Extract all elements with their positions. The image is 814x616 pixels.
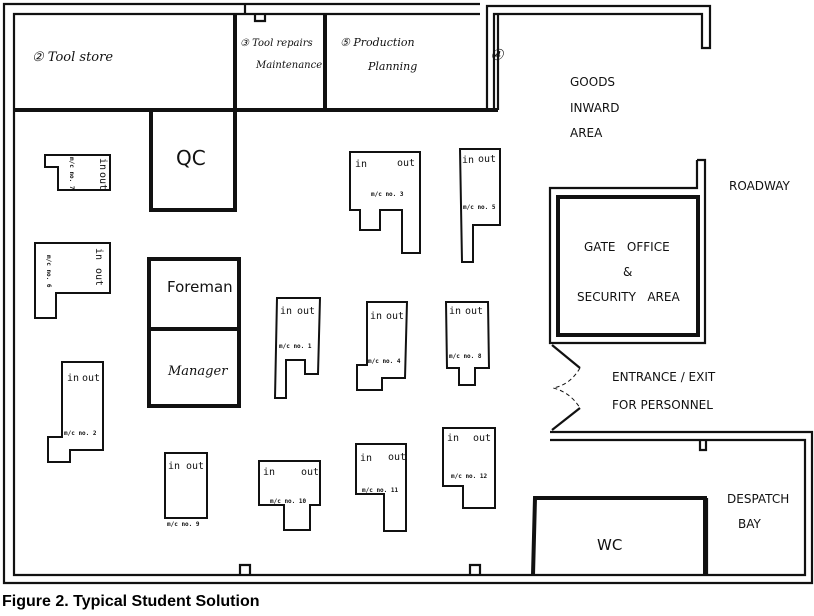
machine-label: in <box>97 158 108 170</box>
machine-label: in <box>168 461 180 472</box>
gate-office-label: GATE OFFICE <box>584 240 670 254</box>
machine-label: in <box>447 433 459 444</box>
machine-label: out <box>82 373 100 384</box>
entrance-label: ENTRANCE / EXIT <box>612 370 716 384</box>
machine-2 <box>47 361 104 463</box>
machine-label: out <box>473 433 491 444</box>
machine-label: m/c no. 2 <box>64 430 97 437</box>
manager-label: Manager <box>167 364 228 379</box>
wc-room <box>531 496 707 576</box>
planning-label: Planning <box>367 60 417 73</box>
machines <box>34 148 501 532</box>
machine-6 <box>34 242 111 319</box>
roadway-label: ROADWAY <box>729 179 791 193</box>
machine-label: out <box>386 311 404 322</box>
machine-label: in <box>93 248 104 260</box>
machine-5 <box>458 148 501 263</box>
gate-ampersand: & <box>623 265 632 279</box>
machine-label: m/c no. 12 <box>451 473 488 480</box>
machine-label: m/c no. 7 <box>68 157 75 190</box>
qc-label: QC <box>176 146 206 170</box>
machine-label: out <box>397 158 415 169</box>
tool-repairs-label: ③ Tool repairs <box>240 38 313 49</box>
tool-store-label: ② Tool store <box>32 50 113 65</box>
production-label: ⑤ Production <box>340 36 415 49</box>
goods-inward-label-3: AREA <box>570 126 603 140</box>
bay-label: BAY <box>738 517 762 531</box>
machine-label: in <box>462 155 474 166</box>
foreman-label: Foreman <box>167 278 233 296</box>
despatch-label: DESPATCH <box>727 492 789 506</box>
machine-7 <box>44 154 111 191</box>
machine-label: out <box>388 452 406 463</box>
machine-11 <box>355 443 407 532</box>
machine-label: m/c no. 8 <box>449 353 482 360</box>
goods-marker: ④ <box>490 46 505 64</box>
machine-label: m/c no. 11 <box>362 487 399 494</box>
machine-label: in <box>449 306 461 317</box>
goods-inward-label: GOODS <box>570 75 615 89</box>
machine-label: m/c no. 10 <box>270 498 307 505</box>
machine-label: out <box>301 467 319 478</box>
qc-room <box>149 108 237 212</box>
machine-label: out <box>97 172 108 190</box>
machine-9 <box>164 452 208 519</box>
machine-label: in <box>280 306 292 317</box>
machine-label: m/c no. 9 <box>167 521 200 528</box>
machine-label: out <box>478 154 496 165</box>
machine-8 <box>444 301 491 386</box>
machine-label: in <box>67 373 79 384</box>
machine-12 <box>442 427 496 509</box>
machine-10 <box>258 460 321 531</box>
entrance-door <box>551 344 581 431</box>
figure-caption: Figure 2. Typical Student Solution <box>2 593 260 610</box>
machine-3 <box>349 151 421 254</box>
security-area-label: SECURITY AREA <box>577 290 680 304</box>
machine-label: out <box>465 306 483 317</box>
machine-1 <box>273 297 322 399</box>
machine-label: in <box>360 453 372 464</box>
machine-label: out <box>186 461 204 472</box>
machine-label: m/c no. 3 <box>371 191 404 198</box>
machine-label: in <box>370 311 382 322</box>
manager-room <box>147 327 241 408</box>
maintenance-label: Maintenance <box>255 60 322 71</box>
machine-label: m/c no. 4 <box>368 358 401 365</box>
machine-label: m/c no. 6 <box>45 255 52 288</box>
machine-label: in <box>263 467 275 478</box>
machine-4 <box>356 301 409 391</box>
goods-inward-label-2: INWARD <box>570 101 620 115</box>
machine-label: out <box>297 306 315 317</box>
machine-label: m/c no. 1 <box>279 343 312 350</box>
machine-label: m/c no. 5 <box>463 204 496 211</box>
wc-label: WC <box>597 536 622 554</box>
walls <box>2 2 814 585</box>
machine-label: out <box>93 268 104 286</box>
machine-label: in <box>355 159 367 170</box>
personnel-label: FOR PERSONNEL <box>612 398 713 412</box>
